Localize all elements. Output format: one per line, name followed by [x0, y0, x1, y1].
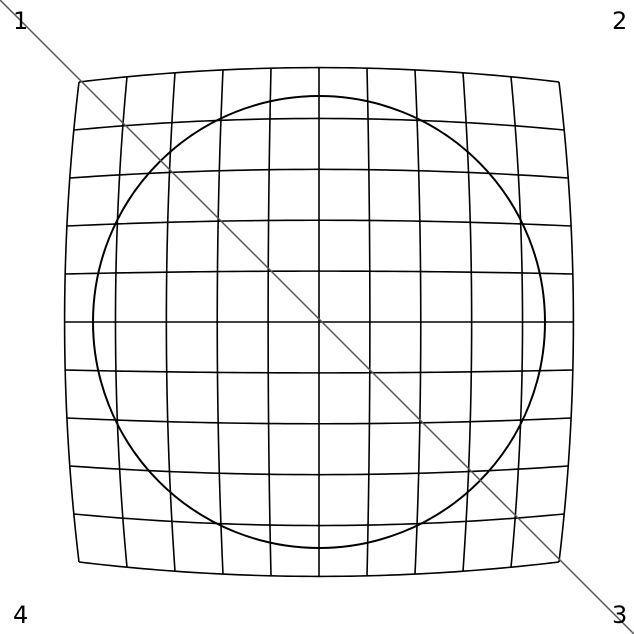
grid-horizontal-line: [73, 117, 565, 131]
grid-horizontal-line: [66, 417, 572, 425]
grid-horizontal-line: [65, 369, 573, 374]
corner-label-4: 4: [13, 601, 29, 629]
corner-label-2: 2: [612, 7, 628, 35]
corner-label-3: 3: [612, 601, 628, 629]
grid-horizontal-line: [66, 219, 572, 227]
grid-horizontal-line: [65, 270, 573, 275]
grid-horizontal-line: [78, 561, 560, 578]
reference-circle: [92, 95, 546, 549]
grid-horizontal-line: [78, 66, 560, 83]
grid-horizontal-line: [69, 168, 569, 179]
grid-horizontal-line: [69, 465, 569, 476]
grid-horizontal-line: [73, 513, 565, 527]
distorted-grid: [63, 66, 575, 578]
corner-label-1: 1: [13, 7, 29, 35]
